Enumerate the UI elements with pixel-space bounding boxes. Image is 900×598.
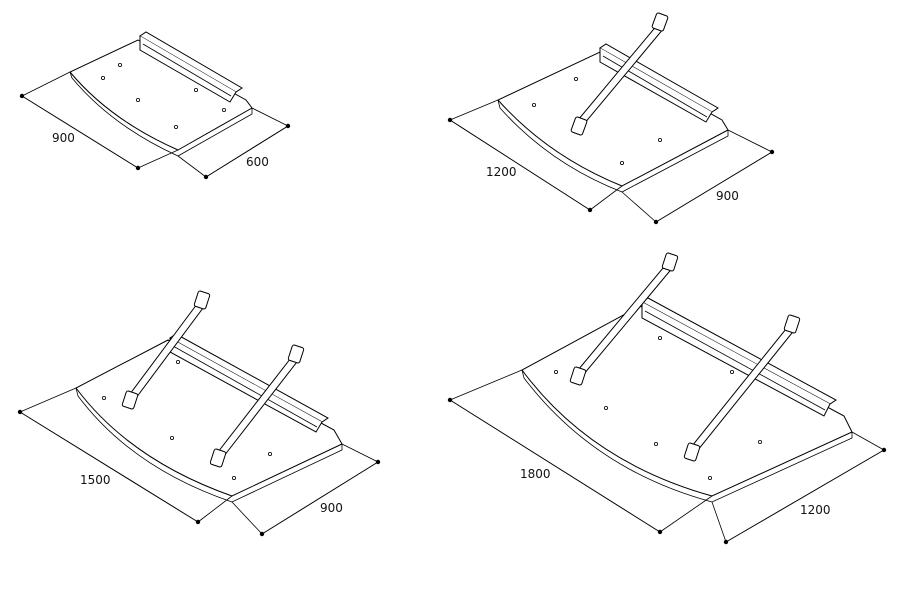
strut-bottom-fitting <box>570 116 588 136</box>
fixing-holes <box>101 63 226 130</box>
width-dimension: 1200 <box>447 99 623 213</box>
width-dimension: 1800 <box>447 369 713 535</box>
depth-dimension: 600 <box>177 107 291 180</box>
depth-label: 900 <box>716 189 739 203</box>
support-strut <box>570 12 669 136</box>
diagram-canopy-1200x900: 1200 900 <box>447 12 775 225</box>
width-label: 1800 <box>520 467 551 481</box>
support-strut-left <box>121 290 211 410</box>
depth-label: 900 <box>320 501 343 515</box>
canopy-panel-thickness <box>75 387 343 503</box>
support-strut-right <box>209 344 305 468</box>
wall-bracket-rail <box>641 302 831 417</box>
fixing-holes <box>102 359 272 480</box>
canopy-panel <box>497 51 729 187</box>
support-strut-left <box>569 252 679 386</box>
depth-label: 1200 <box>800 503 831 517</box>
wall-bracket-rail <box>139 36 237 103</box>
depth-dimension: 900 <box>621 129 775 225</box>
depth-dimension: 900 <box>231 443 381 537</box>
canopy-panel-thickness <box>69 71 253 157</box>
width-label: 900 <box>52 131 75 145</box>
fixing-holes <box>554 335 763 480</box>
support-strut-right <box>683 314 801 462</box>
canopy-panel-thickness <box>497 99 729 193</box>
depth-label: 600 <box>246 155 269 169</box>
width-dimension: 1500 <box>17 387 233 525</box>
depth-dimension: 1200 <box>711 431 887 545</box>
width-label: 1200 <box>486 165 517 179</box>
width-label: 1500 <box>80 473 111 487</box>
canopy-panel-thickness <box>521 369 853 503</box>
fixing-holes <box>532 77 663 165</box>
diagram-canopy-1800x1200: 1800 1200 <box>447 252 887 545</box>
width-dimension: 900 <box>19 71 179 171</box>
strut-top-fitting <box>651 12 669 32</box>
diagram-canopy-1500x900: 1500 900 <box>17 290 381 537</box>
diagram-canopy-900x600: 900 600 <box>19 31 291 180</box>
